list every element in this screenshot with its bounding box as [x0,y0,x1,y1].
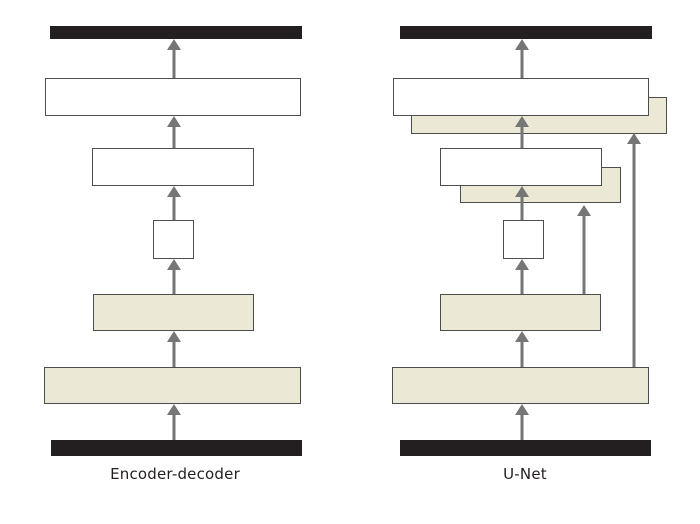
arrow-decoder1-to-output [512,39,532,78]
arrow-shaft [520,195,524,220]
arrow-shaft [520,268,524,294]
arrow-shaft [172,48,176,78]
arrow-head [167,331,181,342]
arrow-shaft [520,48,524,78]
panel-caption-encoder-decoder: Encoder-decoder [110,465,240,483]
arrow-head [515,39,529,50]
skip-arrow-encoder2-to-decoder2 [574,205,594,294]
arrow-decoder2-to-decoder1 [512,116,532,148]
decoder-block-level-2 [92,148,254,186]
arrow-shaft [172,268,176,294]
encoder-block-level-2 [93,294,254,331]
arrow-shaft [520,125,524,148]
arrow-encoder1-to-encoder2 [164,331,184,367]
arrow-decoder2-to-decoder1 [164,116,184,148]
arrow-head [515,331,529,342]
arrow-shaft [520,340,524,367]
arrow-head [515,259,529,270]
arrow-shaft [172,413,176,440]
arrow-shaft [632,142,636,367]
decoder-block-level-1 [45,78,301,116]
diagram-panel-encoder-decoder: Encoder-decoder [44,26,302,483]
encoder-block-level-2 [440,294,601,331]
output-image-bar [50,26,302,39]
decoder-block-level-2 [440,148,602,186]
panel-caption-unet: U-Net [503,465,547,483]
arrow-encoder2-to-bottleneck [512,259,532,294]
arrow-head [515,404,529,415]
arrow-shaft [172,195,176,220]
arrow-shaft [172,340,176,367]
bottleneck-block [153,220,194,259]
arrow-head [167,39,181,50]
arrow-bottleneck-to-decoder2 [164,186,184,220]
encoder-block-level-1 [44,367,301,404]
arrow-head [627,133,641,144]
input-image-bar [400,440,651,456]
arrow-shaft [520,413,524,440]
bottleneck-block [503,220,544,259]
input-image-bar [51,440,302,456]
decoder-block-level-1 [393,78,649,116]
arrow-decoder1-to-output [164,39,184,78]
diagram-panel-unet: U-Net [350,0,700,524]
arrow-encoder2-to-bottleneck [164,259,184,294]
arrow-shaft [172,125,176,148]
arrow-input-to-encoder1 [512,404,532,440]
arrow-head [577,205,591,216]
skip-arrow-encoder1-to-decoder1 [624,133,644,367]
arrow-input-to-encoder1 [164,404,184,440]
arrow-head [515,116,529,127]
arrow-head [167,259,181,270]
arrow-head [167,116,181,127]
arrow-bottleneck-to-decoder2 [512,186,532,220]
encoder-block-level-1 [392,367,649,404]
arrow-head [167,186,181,197]
arrow-head [167,404,181,415]
arrow-shaft [582,214,586,294]
arrow-head [515,186,529,197]
output-image-bar [400,26,652,39]
arrow-encoder1-to-encoder2 [512,331,532,367]
